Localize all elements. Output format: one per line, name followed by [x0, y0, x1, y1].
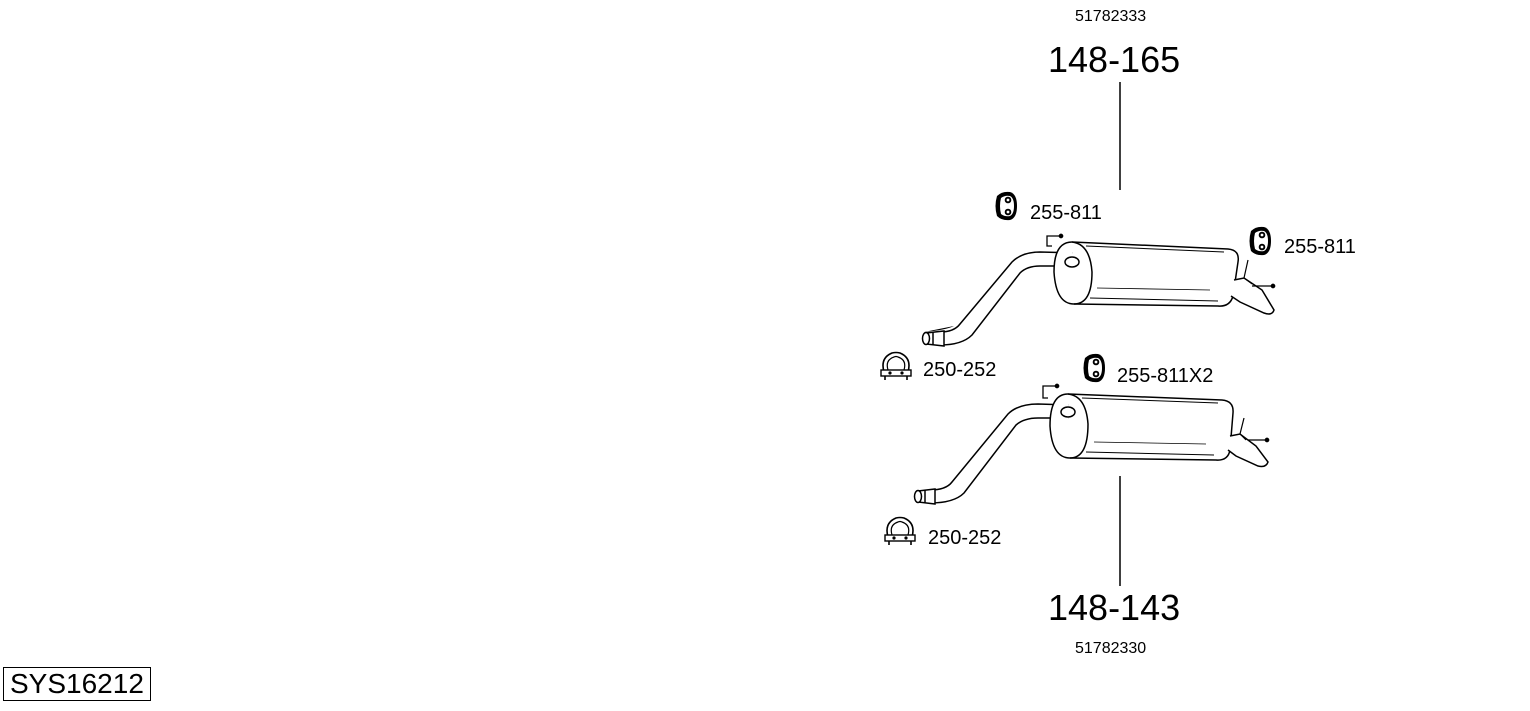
top-oe-number: 51782333 — [1075, 8, 1147, 25]
top-part-number: 148-165 — [1048, 39, 1181, 80]
top-muffler — [1046, 233, 1276, 315]
bottom-pipe — [913, 403, 1071, 505]
system-id-box: SYS16212 — [3, 667, 151, 701]
hanger-label: 255-811 — [1284, 236, 1356, 258]
rubber-hanger-icon — [1249, 226, 1271, 256]
silencer-body-top — [924, 326, 954, 332]
rubber-hanger-icon — [1083, 353, 1105, 383]
clamp-label: 250-252 — [923, 359, 997, 381]
bottom-oe-number: 51782330 — [1075, 640, 1147, 657]
bottom-muffler — [1042, 383, 1270, 468]
pipe-clamp-icon — [880, 351, 912, 380]
hanger-label: 255-811X2 — [1117, 365, 1214, 387]
clamp-label: 250-252 — [928, 527, 1002, 549]
hanger-label: 255-811 — [1030, 202, 1102, 224]
top-pipe — [921, 251, 1079, 347]
rear-silencer-top — [232, 250, 1075, 348]
pipe-clamp-icon — [884, 516, 916, 546]
bottom-part-number: 148-143 — [1048, 587, 1181, 628]
rubber-hanger-icon — [995, 191, 1017, 221]
